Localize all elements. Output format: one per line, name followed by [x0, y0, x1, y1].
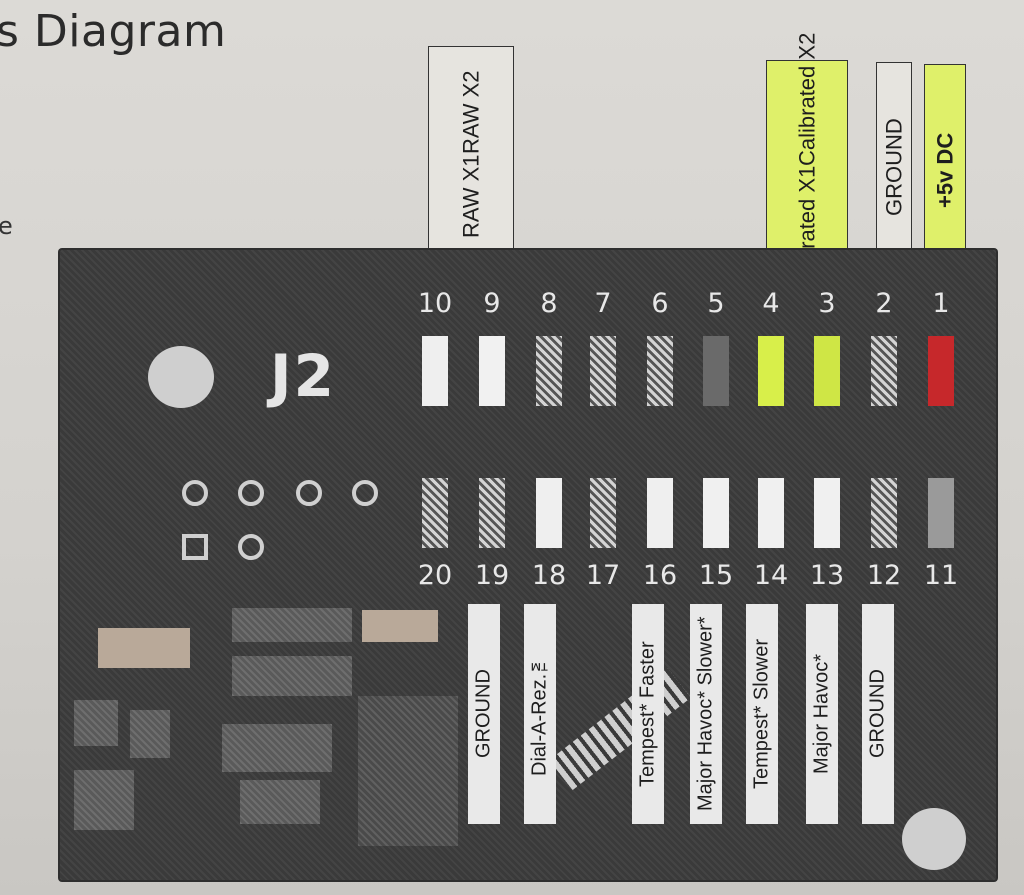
top-pin-number: 10: [417, 288, 453, 319]
bottom-pin-number: 15: [698, 560, 734, 591]
bottom-pin-number: 13: [809, 560, 845, 591]
pin-2: [871, 336, 897, 406]
j2-label: J2: [270, 342, 336, 410]
calibrated-callout: Calibrated X1 Calibrated X2: [766, 33, 848, 299]
label-strip: Tempest* Faster: [632, 604, 664, 824]
pin-13: [814, 478, 840, 548]
via: [296, 480, 322, 506]
component: [232, 608, 352, 642]
label-strip: GROUND: [468, 604, 500, 824]
pin-14: [758, 478, 784, 548]
top-pin-number: 6: [651, 288, 669, 319]
pin-12: [871, 478, 897, 548]
component: [74, 700, 118, 746]
via: [238, 534, 264, 560]
cut-off-text: e: [0, 212, 13, 240]
pin-17: [590, 478, 616, 548]
top-pin-number: 3: [818, 288, 836, 319]
bottom-pin-number: 12: [866, 560, 902, 591]
bottom-pin-number: 18: [531, 560, 567, 591]
via: [182, 480, 208, 506]
label-strip: Major Havoc*: [806, 604, 838, 824]
pin-10: [422, 336, 448, 406]
circuit-board: [60, 250, 996, 880]
power-label: +5v DC: [932, 132, 958, 208]
label-strip: Dial-A-Rez.™: [524, 604, 556, 824]
pin-8: [536, 336, 562, 406]
label-strip: GROUND: [862, 604, 894, 824]
via: [238, 480, 264, 506]
pin-16: [647, 478, 673, 548]
pin-4: [758, 336, 784, 406]
via-square: [182, 534, 208, 560]
component: [222, 724, 332, 772]
pin-6: [647, 336, 673, 406]
bottom-pin-number: 17: [585, 560, 621, 591]
pin-5: [703, 336, 729, 406]
pin-20: [422, 478, 448, 548]
pin-7: [590, 336, 616, 406]
bottom-pin-number: 16: [642, 560, 678, 591]
label-strip: Major Havoc* Slower*: [690, 604, 722, 824]
top-pin-number: 2: [875, 288, 893, 319]
page-title: s Diagram: [0, 6, 227, 57]
pin-19: [479, 478, 505, 548]
power-callout: +5v DC: [924, 64, 966, 276]
mounting-hole: [148, 346, 214, 408]
pin-3: [814, 336, 840, 406]
calibrated-x2-label: Calibrated X2: [794, 32, 820, 166]
pin-11: [928, 478, 954, 548]
label-strip: Tempest* Slower: [746, 604, 778, 824]
top-pin-number: 8: [540, 288, 558, 319]
raw-x1-label: RAW X1: [458, 154, 484, 238]
top-pin-number: 1: [932, 288, 950, 319]
component: [130, 710, 170, 758]
raw-x2-label: RAW X2: [458, 70, 484, 154]
mounting-hole-bottom: [902, 808, 966, 870]
pin-1: [928, 336, 954, 406]
pin-18: [536, 478, 562, 548]
via: [352, 480, 378, 506]
component: [232, 656, 352, 696]
component-large: [358, 696, 458, 846]
component: [240, 780, 320, 824]
bottom-pin-number: 20: [417, 560, 453, 591]
component: [74, 770, 134, 830]
top-pin-number: 7: [594, 288, 612, 319]
ground-top-label: GROUND: [881, 118, 907, 216]
bottom-pin-number: 14: [753, 560, 789, 591]
pin-15: [703, 478, 729, 548]
top-pin-number: 5: [707, 288, 725, 319]
bottom-pin-number: 19: [474, 560, 510, 591]
top-pin-number: 4: [762, 288, 780, 319]
ground-callout: GROUND: [876, 62, 912, 272]
pin-9: [479, 336, 505, 406]
component: [98, 628, 190, 668]
component: [362, 610, 438, 642]
top-pin-number: 9: [483, 288, 501, 319]
bottom-pin-number: 11: [923, 560, 959, 591]
raw-callout: RAW X1 RAW X2: [428, 46, 514, 262]
